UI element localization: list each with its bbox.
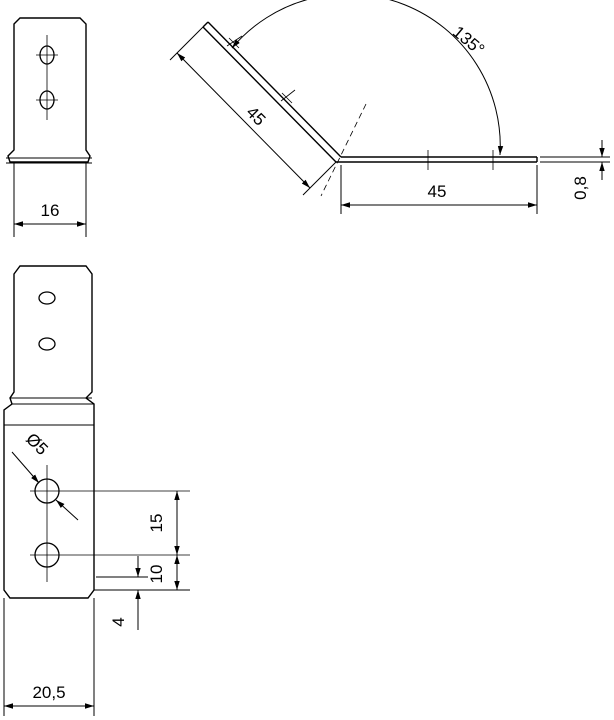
bend-centerline <box>320 103 367 197</box>
dim-thickness: 0,8 <box>571 176 590 200</box>
top-view-outline <box>7 17 91 163</box>
extension-line <box>169 26 204 61</box>
bottom-view-outline <box>3 265 95 599</box>
angled-leg <box>202 26 337 163</box>
dim-bend-angle: 135° <box>449 22 488 59</box>
dim-bottom-offset: 4 <box>109 617 128 626</box>
dim-width-top: 16 <box>41 201 60 220</box>
dim-hole-to-bottom: 10 <box>147 565 166 584</box>
bottom-view: Ø5 15 10 4 20,5 <box>3 265 190 716</box>
dim-angled-leg: 45 <box>242 103 269 130</box>
leader-line <box>55 499 79 521</box>
dim-horizontal-leg: 45 <box>428 182 447 201</box>
angled-leg-end <box>202 21 209 28</box>
angle-arc <box>231 0 504 156</box>
slot-hole <box>38 291 56 305</box>
dimension-line <box>176 52 311 189</box>
extension-line <box>302 161 337 196</box>
dim-width-bottom: 20,5 <box>32 683 65 702</box>
angled-leg <box>207 21 342 158</box>
dim-hole-diameter: Ø5 <box>22 429 51 458</box>
hole-center-tick <box>228 37 240 49</box>
leader-line <box>11 451 40 484</box>
slot-hole <box>38 337 56 351</box>
top-view: 16 <box>6 17 92 237</box>
dim-hole-spacing: 15 <box>147 514 166 533</box>
side-view: 45 45 0,8 135° <box>169 0 610 214</box>
